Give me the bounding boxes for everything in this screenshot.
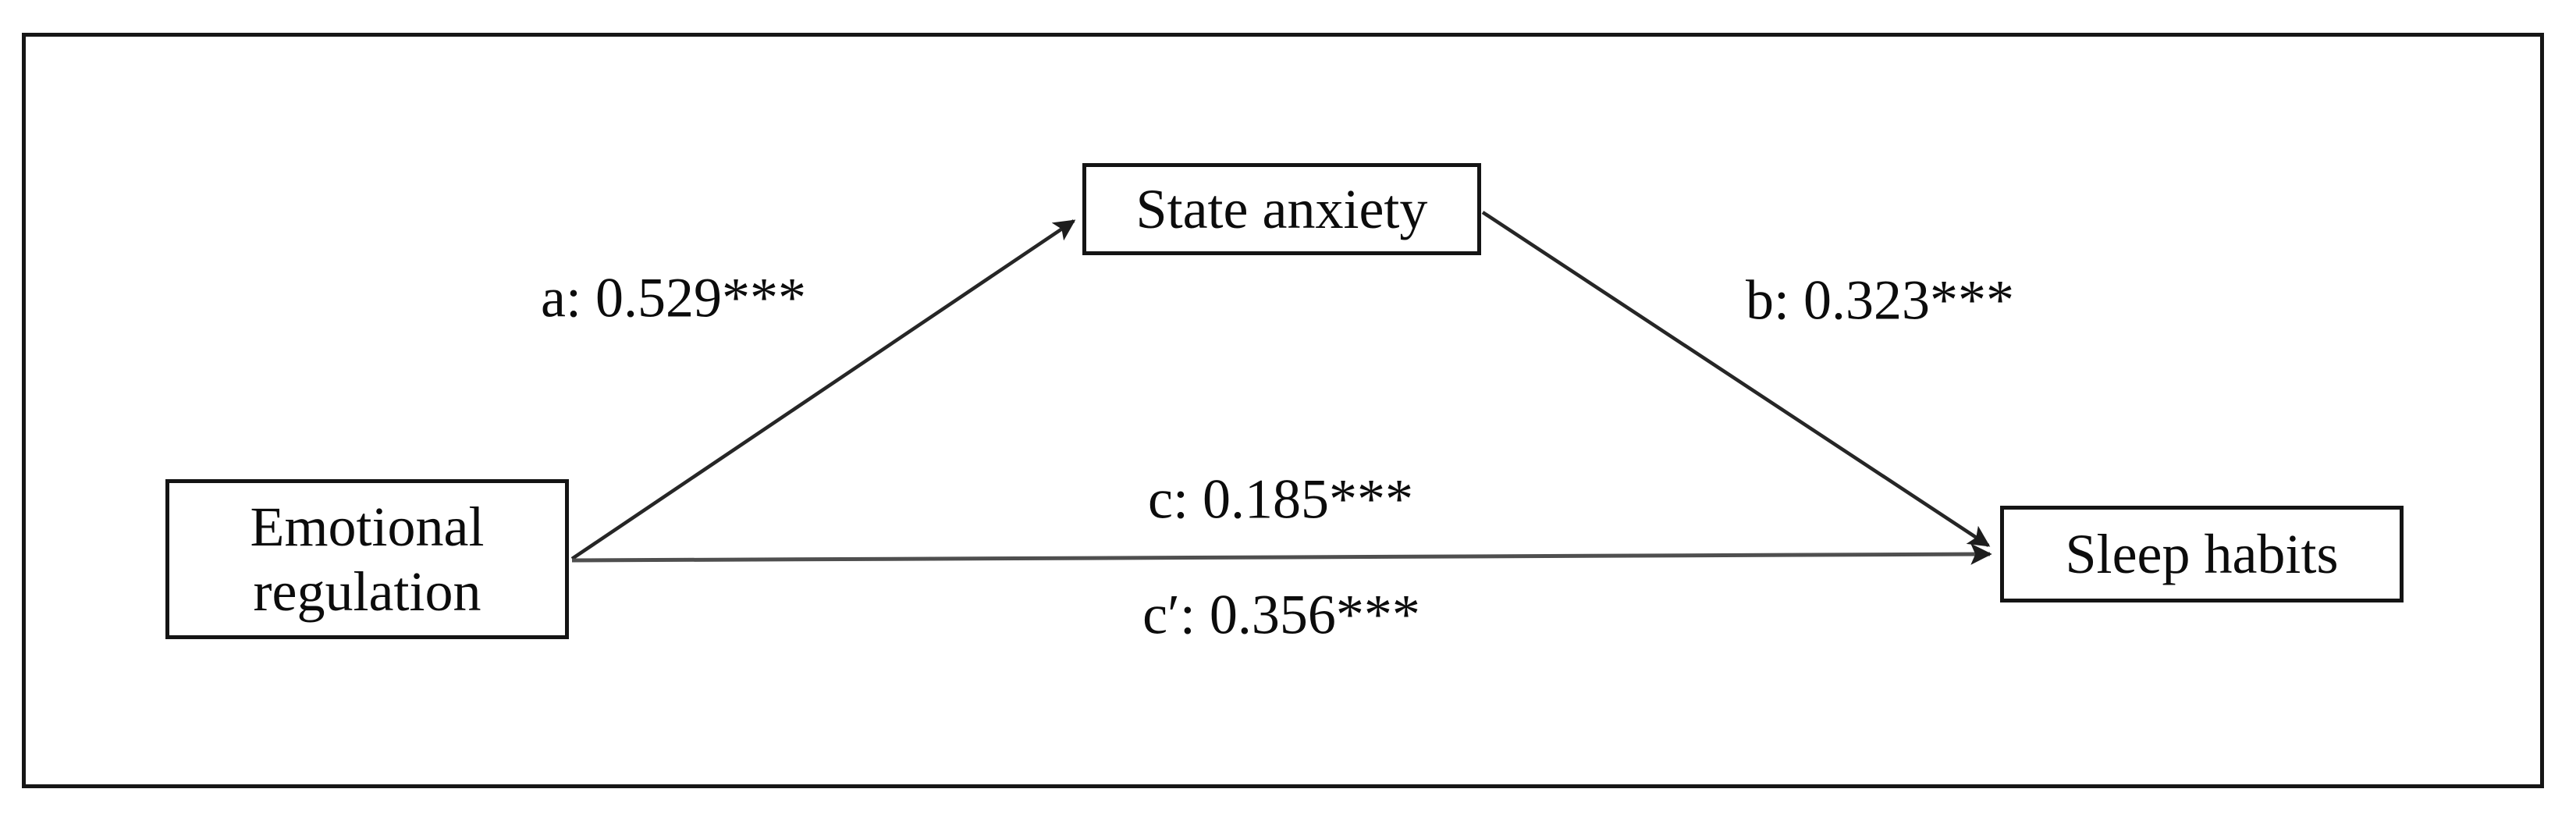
path-b-arrow [1481,211,1991,547]
path-c-coefficient-label: c: 0.185*** [1148,467,1413,531]
node-state-anxiety-label: State anxiety [1135,177,1428,240]
node-sleep-habits: Sleep habits [2000,506,2404,602]
path-a-coefficient-label: a: 0.529*** [541,266,806,329]
path-a-arrow [570,219,1076,560]
node-sleep-habits-label: Sleep habits [2065,522,2339,585]
node-emotional-regulation-label: Emotional regulation [250,496,485,623]
path-c-prime-coefficient-label: c′: 0.356*** [1142,583,1420,646]
node-state-anxiety: State anxiety [1082,163,1481,255]
path-c-direct-arrow [571,543,1992,565]
figure-frame [22,33,2544,788]
path-b-coefficient-label: b: 0.323*** [1745,268,2015,332]
node-emotional-regulation: Emotional regulation [165,479,569,639]
